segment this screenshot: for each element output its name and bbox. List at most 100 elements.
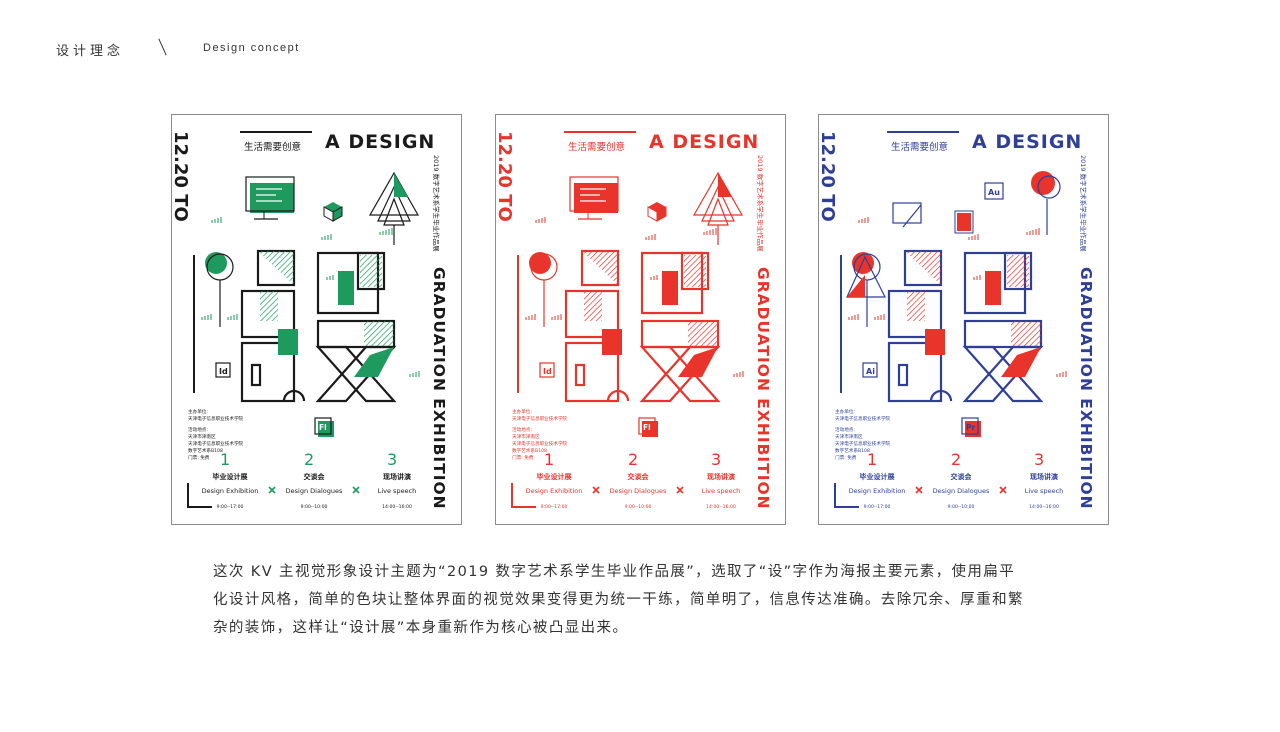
svg-text:1: 1 <box>220 450 230 469</box>
event-3: 3 现场讲演 Live speech 14:00--16:00 <box>378 450 417 510</box>
svg-text:交谈会: 交谈会 <box>951 472 973 481</box>
svg-text:天津市津南区: 天津市津南区 <box>512 433 540 440</box>
section-title-en: Design concept <box>203 42 300 54</box>
svg-text:14:00--16:00: 14:00--16:00 <box>382 504 412 510</box>
poster-vertical-title: GRADUATION EXHIBITION <box>754 267 772 510</box>
cross-icon <box>592 486 600 494</box>
cross-icon <box>352 486 360 494</box>
lollipop-icon <box>205 252 234 327</box>
poster-main-glyph <box>564 249 721 403</box>
description-line-2: 化设计风格，简单的色块让整体界面的视觉效果变得更为统一干练，简单明了，信息传达准… <box>213 592 1024 608</box>
svg-text:Design Dialogues: Design Dialogues <box>610 487 667 495</box>
svg-text:Live speech: Live speech <box>702 487 741 495</box>
svg-text:数字艺术系B108: 数字艺术系B108 <box>512 447 547 454</box>
cross-icon <box>999 486 1007 494</box>
svg-text:1: 1 <box>544 450 554 469</box>
poster-title: A DESIGN <box>972 131 1082 153</box>
description-line-1: 这次 KV 主视觉形象设计主题为“2019 数字艺术系学生毕业作品展”，选取了“… <box>213 564 1016 580</box>
event-3: 3 现场讲演 Live speech 14:00--16:00 <box>1025 450 1064 510</box>
poster-subtitle: 2019 数字艺术系学生毕业作品展 <box>756 155 765 252</box>
description: 这次 KV 主视觉形象设计主题为“2019 数字艺术系学生毕业作品展”，选取了“… <box>213 558 1073 642</box>
tree-small-icon <box>846 255 886 298</box>
header-separator <box>158 38 167 56</box>
svg-text:12.20 TO: 12.20 TO <box>172 131 191 222</box>
svg-text:现场讲演: 现场讲演 <box>707 472 735 481</box>
svg-text:9:00--17:00: 9:00--17:00 <box>217 504 244 510</box>
id-icon: Ai <box>862 362 878 378</box>
svg-text:Live speech: Live speech <box>378 487 417 495</box>
svg-text:9:00--10:00: 9:00--10:00 <box>948 504 975 510</box>
svg-text:交谈会: 交谈会 <box>628 472 650 481</box>
svg-text:Ai: Ai <box>866 367 875 376</box>
svg-text:2: 2 <box>304 450 314 469</box>
lollipop-icon <box>852 252 881 327</box>
svg-text:门票: 免费: 门票: 免费 <box>835 454 857 461</box>
description-line-3: 杂的装饰，这样让“设计展”本身重新作为核心被凸显出来。 <box>213 620 629 636</box>
svg-text:天津电子信息职业技术学院: 天津电子信息职业技术学院 <box>835 415 891 422</box>
svg-text:天津市津南区: 天津市津南区 <box>835 433 863 440</box>
cross-icon <box>915 486 923 494</box>
svg-text:现场讲演: 现场讲演 <box>1030 472 1058 481</box>
event-1: 1 毕业设计展 Design Exhibition 9:00--17:00 <box>849 450 906 510</box>
svg-text:主办单位:: 主办单位: <box>835 408 855 415</box>
svg-text:毕业设计展: 毕业设计展 <box>213 472 249 481</box>
svg-text:12.20 TO: 12.20 TO <box>819 131 838 222</box>
section-title-cn: 设计理念 <box>56 44 125 59</box>
svg-text:12.20 TO: 12.20 TO <box>496 131 515 222</box>
fl-icon: Fl <box>638 417 658 437</box>
svg-text:活动地点:: 活动地点: <box>188 426 208 433</box>
svg-text:14:00--16:00: 14:00--16:00 <box>706 504 736 510</box>
monitor-icon <box>245 176 295 220</box>
svg-text:主办单位:: 主办单位: <box>188 408 208 415</box>
id-icon: Id <box>215 362 231 378</box>
svg-text:天津电子信息职业技术学院: 天津电子信息职业技术学院 <box>512 440 568 447</box>
poster-vertical-title: GRADUATION EXHIBITION <box>430 267 448 510</box>
event-1: 1 毕业设计展 Design Exhibition 9:00--17:00 <box>526 450 583 510</box>
svg-text:门票: 免费: 门票: 免费 <box>512 454 534 461</box>
svg-text:天津市津南区: 天津市津南区 <box>188 433 216 440</box>
poster-info: 主办单位:天津电子信息职业技术学院活动地点:天津市津南区天津电子信息职业技术学院… <box>835 408 891 461</box>
svg-text:2: 2 <box>951 450 961 469</box>
poster-subtitle: 2019 数字艺术系学生毕业作品展 <box>432 155 441 252</box>
svg-text:9:00--17:00: 9:00--17:00 <box>864 504 891 510</box>
poster-vertical-title: GRADUATION EXHIBITION <box>1077 267 1095 510</box>
svg-text:天津电子信息职业技术学院: 天津电子信息职业技术学院 <box>835 440 891 447</box>
svg-text:9:00--17:00: 9:00--17:00 <box>541 504 568 510</box>
event-2: 2 交谈会 Design Dialogues 9:00--10:00 <box>286 450 343 510</box>
cross-icon <box>676 486 684 494</box>
svg-text:14:00--16:00: 14:00--16:00 <box>1029 504 1059 510</box>
cube-icon <box>647 202 667 222</box>
svg-text:Id: Id <box>219 367 228 376</box>
event-1: 1 毕业设计展 Design Exhibition 9:00--17:00 <box>202 450 259 510</box>
svg-text:2: 2 <box>628 450 638 469</box>
monitor-icon <box>569 176 619 220</box>
svg-text:Design Dialogues: Design Dialogues <box>933 487 990 495</box>
event-2: 2 交谈会 Design Dialogues 9:00--10:00 <box>933 450 990 510</box>
svg-text:现场讲演: 现场讲演 <box>383 472 411 481</box>
svg-text:活动地点:: 活动地点: <box>835 426 855 433</box>
svg-text:Pr: Pr <box>966 423 975 432</box>
cross-icon <box>268 486 276 494</box>
poster-main-glyph <box>240 249 397 403</box>
poster-date: 12.20 TO 12.20.2019 <box>496 131 515 222</box>
svg-text:毕业设计展: 毕业设计展 <box>537 472 573 481</box>
svg-text:Design Dialogues: Design Dialogues <box>286 487 343 495</box>
svg-text:交谈会: 交谈会 <box>304 472 326 481</box>
svg-text:天津电子信息职业技术学院: 天津电子信息职业技术学院 <box>188 415 244 422</box>
svg-text:活动地点:: 活动地点: <box>512 426 532 433</box>
svg-text:Live speech: Live speech <box>1025 487 1064 495</box>
svg-text:天津电子信息职业技术学院: 天津电子信息职业技术学院 <box>188 440 244 447</box>
svg-text:Fl: Fl <box>643 423 651 432</box>
circle-icon <box>1031 171 1061 235</box>
svg-text:毕业设计展: 毕业设计展 <box>860 472 896 481</box>
fl-icon: Fl <box>314 417 334 437</box>
brush-icon <box>892 202 922 228</box>
svg-text:3: 3 <box>1034 450 1044 469</box>
poster-subtitle: 2019 数字艺术系学生毕业作品展 <box>1079 155 1088 252</box>
event-2: 2 交谈会 Design Dialogues 9:00--10:00 <box>610 450 667 510</box>
svg-text:Design Exhibition: Design Exhibition <box>526 487 583 495</box>
svg-text:3: 3 <box>387 450 397 469</box>
poster-title: A DESIGN <box>649 131 759 153</box>
poster-info: 主办单位:天津电子信息职业技术学院活动地点:天津市津南区天津电子信息职业技术学院… <box>188 408 244 461</box>
